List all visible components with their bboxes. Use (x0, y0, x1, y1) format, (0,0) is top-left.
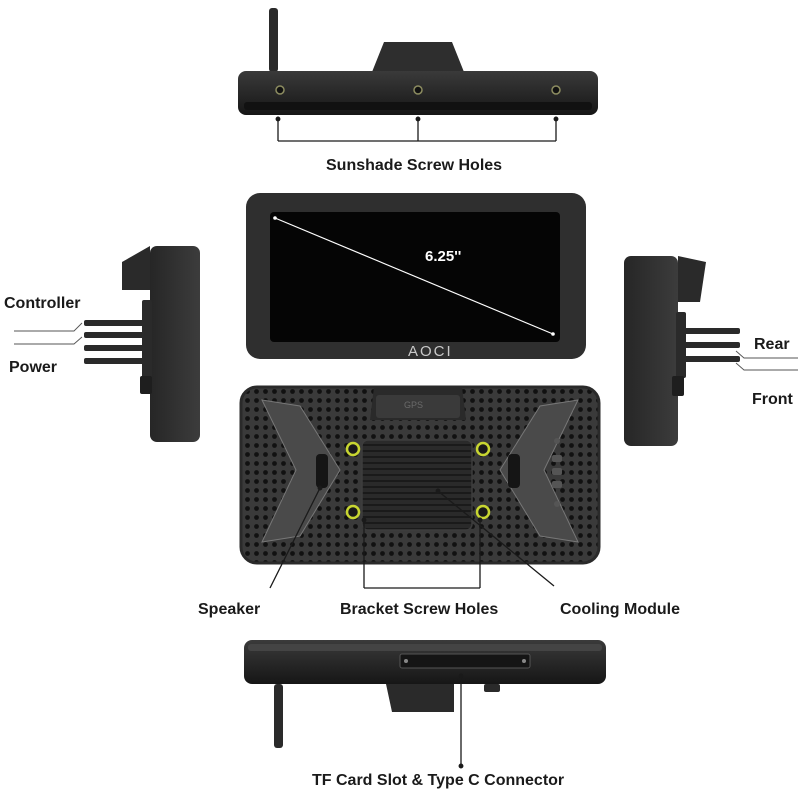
cooling-module (361, 439, 473, 531)
label-tf-card-type-c: TF Card Slot & Type C Connector (312, 772, 565, 789)
label-power: Power (9, 359, 58, 376)
left-side-view (14, 246, 200, 442)
top-view (238, 8, 598, 142)
label-speaker: Speaker (198, 601, 261, 618)
top-antenna (269, 8, 278, 72)
brand-logo: AOCI (408, 343, 453, 360)
right-callout-lines (735, 350, 798, 371)
bottom-bracket-mount (386, 684, 454, 712)
right-cables (684, 328, 740, 362)
label-cooling-module: Cooling Module (560, 601, 680, 618)
right-side-body (624, 256, 678, 446)
bracket-screw-hole-3 (345, 504, 361, 520)
bracket-screw-hole-4 (475, 504, 491, 520)
sunshade-screw-hole-2 (413, 85, 423, 95)
left-wing-panel (261, 399, 341, 543)
speaker-grille (316, 454, 328, 488)
left-side-body (150, 246, 200, 442)
right-side-view (624, 256, 798, 446)
screen-size-label: 6.25'' (425, 248, 462, 265)
label-controller: Controller (4, 295, 81, 312)
gps-label: GPS (404, 400, 424, 410)
sunshade-callout-lines (275, 116, 559, 142)
label-sunshade-screw-holes: Sunshade Screw Holes (326, 157, 503, 174)
sunshade-screw-hole-3 (551, 85, 561, 95)
tf-card-slot (399, 653, 531, 669)
indicator-column (552, 438, 562, 507)
left-cables (84, 320, 144, 364)
bottom-callout-line (458, 673, 464, 769)
front-view (246, 193, 586, 359)
label-rear: Rear (754, 336, 790, 353)
sunshade-screw-hole-1 (275, 85, 285, 95)
label-bracket-screw-holes: Bracket Screw Holes (340, 601, 499, 618)
back-callout-lines (269, 485, 555, 589)
back-view (239, 385, 601, 589)
bottom-antenna (274, 684, 283, 748)
bottom-view (244, 640, 606, 769)
left-callout-lines (14, 322, 83, 345)
screen-diagonal-line (274, 217, 554, 335)
bracket-screw-hole-1 (345, 441, 361, 457)
label-front: Front (752, 391, 793, 408)
top-bracket-mount (372, 42, 464, 72)
bracket-screw-hole-2 (475, 441, 491, 457)
